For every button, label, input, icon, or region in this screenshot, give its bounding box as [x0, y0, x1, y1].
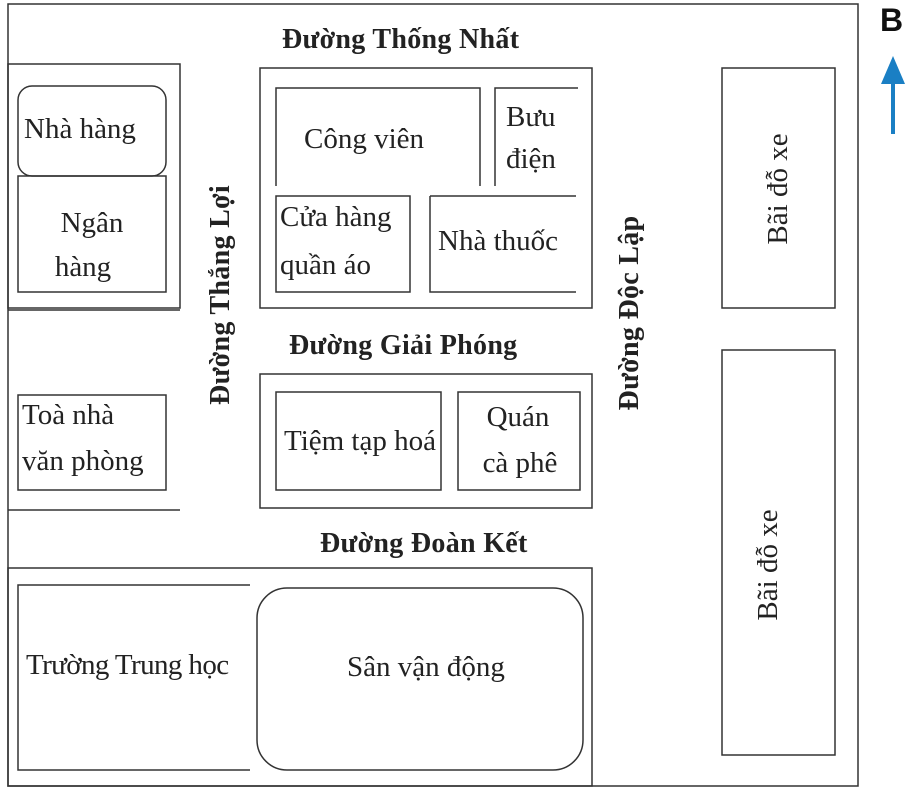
- street-doc-lap: Đường Độc Lập: [614, 215, 645, 411]
- block-south: [7, 567, 593, 787]
- street-doan-ket: Đường Đoàn Kết: [320, 528, 528, 559]
- place-high-school: Trường Trung học: [26, 649, 229, 681]
- place-clothing-line1: Cửa hàng: [280, 201, 392, 233]
- block-parking-south: [721, 349, 836, 756]
- block-bank: [17, 175, 167, 293]
- place-parking-north: Bãi đỗ xe: [762, 133, 794, 245]
- block-stadium: [256, 587, 584, 771]
- place-office-line1: Toà nhà: [22, 399, 115, 431]
- block-cafe: [457, 391, 581, 491]
- block-west-middle: [8, 309, 180, 511]
- block-parking-north: [721, 67, 836, 309]
- place-cafe-line2: cà phê: [482, 447, 558, 479]
- compass-north-label: B: [880, 2, 904, 38]
- block-post-office: [494, 87, 578, 186]
- block-school: [17, 584, 250, 771]
- place-office-line2: văn phòng: [22, 445, 144, 477]
- street-thang-loi: Đường Thắng Lợi: [205, 185, 236, 405]
- street-thong-nhat: Đường Thống Nhất: [282, 24, 520, 55]
- block-clothing-store: [275, 195, 411, 293]
- place-bank-line2: hàng: [54, 251, 112, 283]
- street-giai-phong: Đường Giải Phóng: [289, 330, 518, 361]
- place-clothing-line2: quần áo: [280, 249, 371, 281]
- place-bank-line1: Ngân: [60, 207, 124, 239]
- place-grocery: Tiệm tạp hoá: [284, 425, 436, 457]
- block-grocery: [275, 391, 442, 491]
- compass-arrow: [881, 56, 905, 134]
- place-pharmacy: Nhà thuốc: [438, 225, 558, 257]
- block-center-middle: [259, 373, 593, 509]
- place-parking-south: Bãi đỗ xe: [752, 509, 784, 621]
- place-post-office-line1: Bưu: [506, 101, 556, 133]
- block-park: [275, 87, 481, 186]
- place-park: Công viên: [304, 123, 425, 155]
- block-northwest: [7, 63, 181, 309]
- place-restaurant: Nhà hàng: [24, 113, 136, 145]
- block-office: [17, 394, 167, 491]
- place-stadium: Sân vận động: [347, 651, 505, 683]
- place-post-office-line2: điện: [506, 143, 556, 175]
- block-pharmacy: [429, 195, 576, 293]
- block-center-north: [259, 67, 593, 309]
- place-cafe-line1: Quán: [486, 401, 550, 433]
